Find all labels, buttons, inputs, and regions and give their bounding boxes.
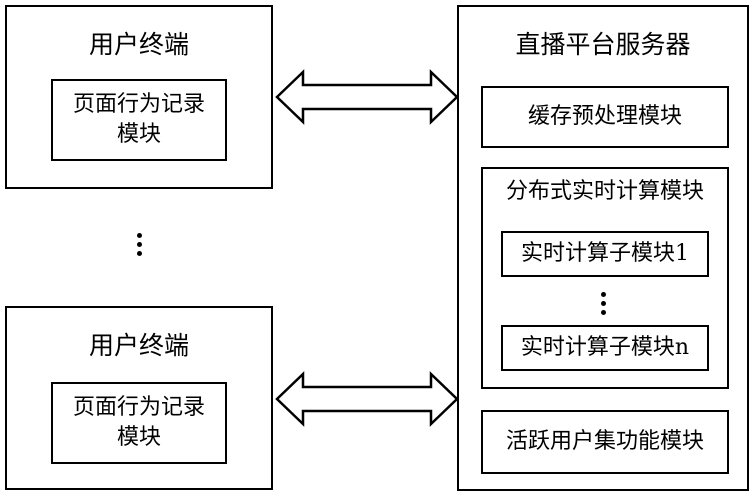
page-behavior-record-module-top-line1: 页面行为记录 [73, 90, 205, 120]
double-arrow-bottom [275, 372, 459, 426]
page-behavior-record-module-top-line2: 模块 [73, 120, 205, 150]
distributed-realtime-computing-module: 分布式实时计算模块 实时计算子模块1 实时计算子模块n [481, 167, 729, 389]
page-behavior-record-module-bottom-line2: 模块 [73, 423, 205, 453]
live-platform-server-title: 直播平台服务器 [459, 25, 747, 61]
page-behavior-record-module-bottom: 页面行为记录 模块 [51, 382, 227, 464]
active-user-set-function-module: 活跃用户集功能模块 [481, 410, 729, 474]
double-arrow-top [275, 70, 459, 124]
submodule-ellipsis [601, 290, 606, 317]
terminal-ellipsis [137, 231, 142, 258]
user-terminal-bottom: 用户终端 页面行为记录 模块 [5, 306, 273, 490]
user-terminal-bottom-title: 用户终端 [7, 326, 271, 362]
distributed-realtime-computing-module-title: 分布式实时计算模块 [483, 177, 727, 207]
cache-preprocessing-module: 缓存预处理模块 [481, 86, 729, 148]
page-behavior-record-module-top: 页面行为记录 模块 [51, 79, 227, 161]
live-platform-server: 直播平台服务器 缓存预处理模块 分布式实时计算模块 实时计算子模块1 实时计算子… [457, 5, 749, 491]
page-behavior-record-module-bottom-line1: 页面行为记录 [73, 393, 205, 423]
user-terminal-top: 用户终端 页面行为记录 模块 [5, 5, 273, 189]
user-terminal-top-title: 用户终端 [7, 25, 271, 61]
realtime-computing-submodule-n: 实时计算子模块n [501, 325, 709, 371]
realtime-computing-submodule-1: 实时计算子模块1 [501, 231, 709, 277]
